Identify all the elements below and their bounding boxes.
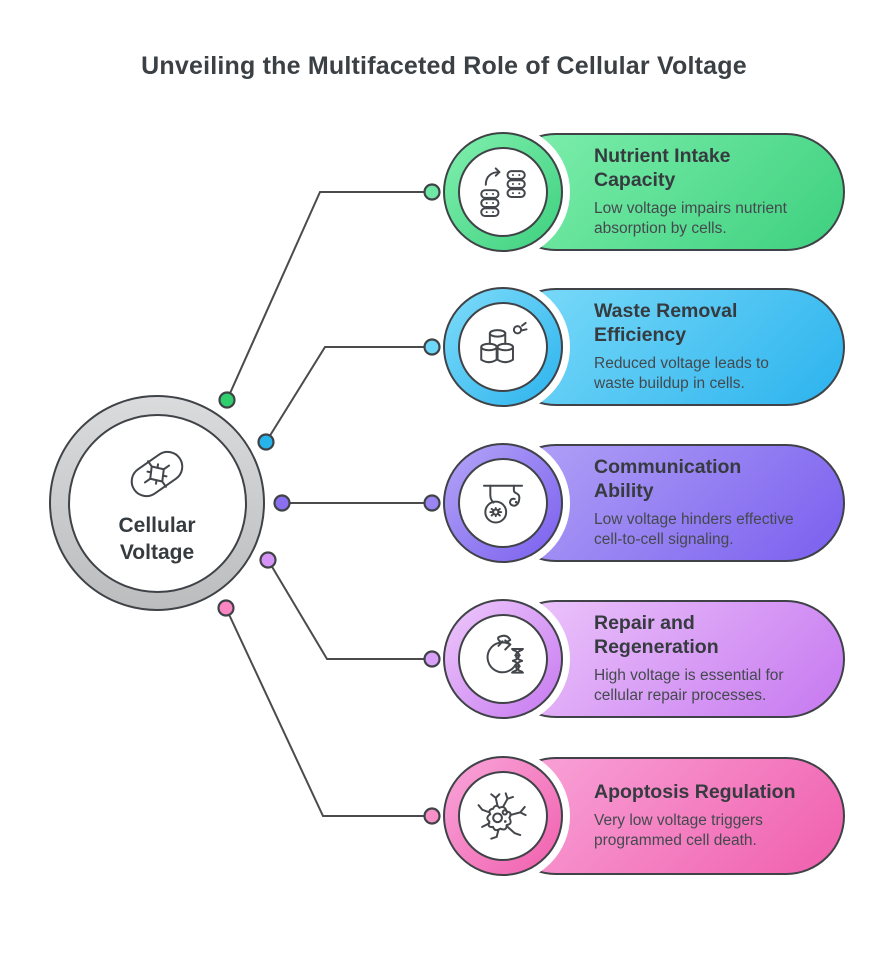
item-pill: Nutrient Intake Capacity Low voltage imp…: [497, 133, 845, 251]
page-title: Unveiling the Multifaceted Role of Cellu…: [141, 52, 747, 80]
item-description: High voltage is essential for cellular r…: [594, 667, 784, 704]
connector-2: [265, 346, 432, 443]
item-communication: Communication Ability Low voltage hinder…: [443, 443, 853, 563]
item-badge-face: [458, 147, 548, 237]
item-heading: Communication Ability: [594, 456, 742, 502]
item-badge-face: [458, 771, 548, 861]
item-waste-removal: Waste Removal Efficiency Reduced voltage…: [443, 287, 853, 407]
item-badge: [443, 287, 563, 407]
central-hub: Cellular Voltage: [49, 395, 265, 611]
hub-dot-1: [218, 391, 236, 409]
item-badge-face: [458, 458, 548, 548]
item-heading: Waste Removal Efficiency: [594, 300, 738, 346]
apoptosis-cell-icon: [477, 792, 527, 840]
item-description: Reduced voltage leads to waste buildup i…: [594, 355, 769, 392]
item-badge: [443, 132, 563, 252]
repair-dna-icon: [486, 634, 524, 674]
item-dot-4: [423, 650, 441, 668]
item-nutrient-intake: Nutrient Intake Capacity Low voltage imp…: [443, 132, 853, 252]
item-description: Low voltage hinders effective cell-to-ce…: [594, 511, 794, 548]
item-dot-3: [423, 494, 441, 512]
connector-4: [267, 559, 432, 660]
item-repair-regeneration: Repair and Regeneration High voltage is …: [443, 599, 853, 719]
item-heading: Repair and Regeneration: [594, 612, 719, 658]
item-dot-2: [423, 338, 441, 356]
item-description: Very low voltage triggers programmed cel…: [594, 812, 763, 850]
item-heading: Nutrient Intake Capacity: [594, 145, 731, 191]
hub-label: Cellular Voltage: [118, 514, 196, 564]
waste-barrels-icon: [480, 321, 528, 364]
nutrient-exchange-icon: [480, 167, 526, 218]
item-dot-5: [423, 807, 441, 825]
hub-dot-3: [273, 494, 291, 512]
hub-dot-5: [217, 599, 235, 617]
item-dot-1: [423, 183, 441, 201]
item-apoptosis: Apoptosis Regulation Very low voltage tr…: [443, 756, 853, 876]
central-hub-face: Cellular Voltage: [67, 413, 247, 593]
hub-dot-4: [259, 551, 277, 569]
connector-5: [225, 607, 432, 817]
item-badge: [443, 443, 563, 563]
hub-dot-2: [257, 433, 275, 451]
item-badge-face: [458, 614, 548, 704]
item-description: Low voltage impairs nutrient absorption …: [594, 200, 787, 237]
voltage-capsule-icon: [111, 439, 203, 509]
item-badge: [443, 599, 563, 719]
item-badge-face: [458, 302, 548, 392]
cell-signaling-icon: [482, 484, 524, 524]
item-badge: [443, 756, 563, 876]
item-heading: Apoptosis Regulation: [594, 780, 796, 803]
connector-1: [226, 191, 432, 401]
